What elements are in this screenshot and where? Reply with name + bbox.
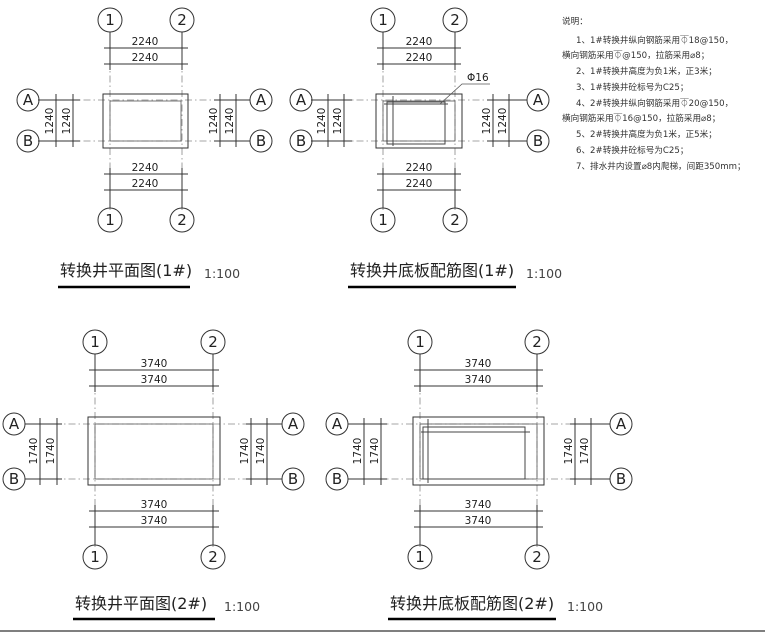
d3-dim-right-1: 1740	[239, 438, 251, 465]
d2-dim-left-2: 1240	[332, 108, 344, 135]
d2-axis-a-left: A	[296, 91, 307, 109]
d2-dim-top-1: 2240	[406, 36, 433, 48]
d2-axis-b-right: B	[533, 132, 543, 150]
d4-dim-top-2: 3740	[465, 374, 492, 386]
d3-axis-2-bottom: 2	[208, 548, 218, 566]
note-line-1: 1、1#转换井纵向钢筋采用⏁18@150，	[576, 34, 733, 46]
drawing-3-lines	[25, 354, 282, 547]
note-line-6: 横向钢筋采用⏁16@150，拉筋采用⌀8；	[562, 112, 720, 124]
drawing-4-rebar: 1 2 1 2 A B A B 3740 3740 3740 3740 1740…	[325, 329, 633, 621]
drawing-2-rebar: 1 2 1 2 A B A B 2240 2240 2240 2240 1240…	[289, 7, 562, 289]
d2-scale: 1:100	[526, 266, 562, 281]
notes-block: 说明： 1、1#转换井纵向钢筋采用⏁18@150， 横向钢筋采用⏁@150，拉筋…	[562, 15, 746, 172]
d3-axis-1-top: 1	[90, 333, 100, 351]
note-line-2: 横向钢筋采用⏁@150，拉筋采用⌀8；	[562, 49, 709, 61]
d2-dim-right-2: 1240	[497, 108, 509, 135]
d3-dim-left-2: 1740	[45, 438, 57, 465]
drawing-4-axis-bubbles	[325, 329, 633, 570]
drawing-1-lines	[38, 32, 250, 210]
d3-axis-b-right: B	[288, 470, 298, 488]
d1-dim-top-1: 2240	[132, 36, 159, 48]
d1-axis-b-left: B	[23, 132, 33, 150]
note-line-8: 6、2#转换井砼标号为C25；	[576, 144, 688, 156]
note-line-7: 5、2#转换井高度为负1米，正5米；	[576, 128, 717, 140]
d3-axis-1-bottom: 1	[90, 548, 100, 566]
d4-dim-left-2: 1740	[369, 438, 381, 465]
d3-dim-bottom-2: 3740	[141, 515, 168, 527]
d3-dim-bottom-1: 3740	[141, 499, 168, 511]
drawing-1-plan: 1 2 1 2 A B A B 2240 2240 2240 2240 1240…	[16, 7, 273, 289]
d4-axis-1-bottom: 1	[415, 548, 425, 566]
d4-dim-top-1: 3740	[465, 358, 492, 370]
drawing-3-plan: 1 2 1 2 A B A B 3740 3740 3740 3740 1740…	[2, 329, 305, 621]
d4-dim-left-1: 1740	[352, 438, 364, 465]
d1-axis-1-bottom: 1	[105, 211, 115, 229]
note-line-3: 2、1#转换井高度为负1米，正3米；	[576, 65, 717, 77]
d2-axis-1-bottom: 1	[378, 211, 388, 229]
notes-title: 说明：	[562, 15, 588, 27]
note-line-5: 4、2#转换井纵向钢筋采用⏁20@150，	[576, 97, 733, 109]
d4-axis-2-bottom: 2	[532, 548, 542, 566]
d1-dim-bottom-2: 2240	[132, 178, 159, 190]
d4-dim-right-1: 1740	[563, 438, 575, 465]
d4-axis-a-left: A	[332, 415, 343, 433]
d2-dim-bottom-1: 2240	[406, 162, 433, 174]
d2-axis-2-bottom: 2	[450, 211, 460, 229]
d2-dim-left-1: 1240	[316, 108, 328, 135]
d2-axis-a-right: A	[533, 91, 544, 109]
d1-dim-right-1: 1240	[208, 108, 220, 135]
d1-scale: 1:100	[204, 266, 240, 281]
d2-axis-2-top: 2	[450, 11, 460, 29]
d4-dim-right-2: 1740	[579, 438, 591, 465]
d3-dim-left-1: 1740	[28, 438, 40, 465]
d1-dim-top-2: 2240	[132, 52, 159, 64]
d4-axis-a-right: A	[616, 415, 627, 433]
d1-dim-bottom-1: 2240	[132, 162, 159, 174]
d1-dim-left-1: 1240	[44, 108, 56, 135]
d2-axis-1-top: 1	[378, 11, 388, 29]
d2-title: 转换井底板配筋图(1#)	[350, 261, 514, 280]
d4-scale: 1:100	[567, 599, 603, 614]
d2-dim-right-1: 1240	[481, 108, 493, 135]
d3-axis-a-right: A	[288, 415, 299, 433]
d3-dim-right-2: 1740	[255, 438, 267, 465]
d1-axis-a-right: A	[256, 91, 267, 109]
drawing-3-axis-bubbles	[2, 329, 305, 570]
d1-axis-a-left: A	[23, 91, 34, 109]
drawing-4-lines	[348, 354, 610, 547]
d3-axis-b-left: B	[9, 470, 19, 488]
d4-axis-2-top: 2	[532, 333, 542, 351]
d3-axis-a-left: A	[9, 415, 20, 433]
d3-dim-top-1: 3740	[141, 358, 168, 370]
d1-axis-1-top: 1	[105, 11, 115, 29]
d3-dim-top-2: 3740	[141, 374, 168, 386]
drawing-2-lines	[311, 32, 527, 210]
d2-dim-top-2: 2240	[406, 52, 433, 64]
d2-dim-bottom-2: 2240	[406, 178, 433, 190]
d3-axis-2-top: 2	[208, 333, 218, 351]
note-line-4: 3、1#转换井砼标号为C25；	[576, 81, 688, 93]
d2-axis-b-left: B	[296, 132, 306, 150]
d4-axis-b-right: B	[616, 470, 626, 488]
d1-axis-2-top: 2	[177, 11, 187, 29]
d3-scale: 1:100	[224, 599, 260, 614]
d1-title: 转换井平面图(1#)	[60, 261, 192, 280]
d4-axis-1-top: 1	[415, 333, 425, 351]
note-line-9: 7、排水井内设置⌀8内爬梯，间距350mm；	[576, 160, 746, 172]
d4-dim-bottom-1: 3740	[465, 499, 492, 511]
d4-dim-bottom-2: 3740	[465, 515, 492, 527]
d1-axis-b-right: B	[256, 132, 266, 150]
d1-dim-left-2: 1240	[61, 108, 73, 135]
drawing-2-axis-bubbles	[289, 7, 550, 233]
d1-axis-2-bottom: 2	[177, 211, 187, 229]
d2-rebar-label: Φ16	[467, 72, 489, 84]
d4-title: 转换井底板配筋图(2#)	[390, 594, 554, 613]
d3-title: 转换井平面图(2#)	[75, 594, 207, 613]
d1-dim-right-2: 1240	[224, 108, 236, 135]
d4-axis-b-left: B	[332, 470, 342, 488]
drawing-1-axis-bubbles	[16, 7, 273, 233]
